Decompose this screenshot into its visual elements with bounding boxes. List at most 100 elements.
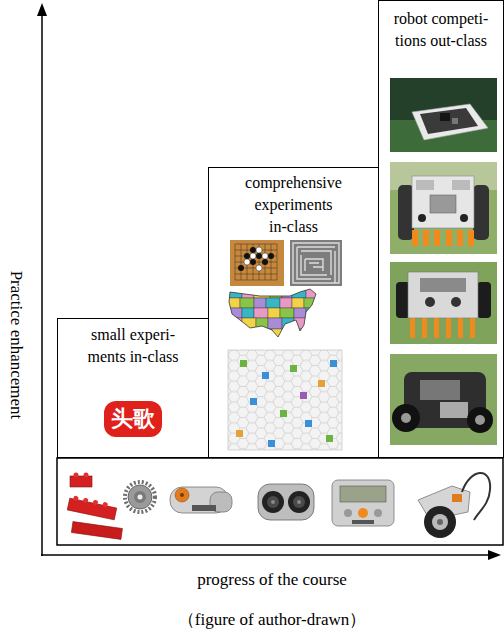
ultrasonic-sensor: [267, 496, 279, 508]
go-board: [230, 240, 284, 286]
lego-bricks: [84, 473, 89, 478]
hex-map: [326, 435, 333, 442]
forklift-robot-photo: [451, 297, 461, 307]
tracked-robot-photo: [412, 176, 474, 228]
lego-bricks: [71, 522, 122, 540]
maze: [290, 240, 342, 286]
tracked-robot-photo: [412, 230, 418, 246]
wheeled-robot-photo: [467, 407, 493, 433]
us-map: [292, 298, 304, 308]
hex-map: [290, 365, 297, 372]
motor-wheel: [418, 473, 490, 538]
lego-bricks: [67, 498, 116, 520]
lego-bricks: [73, 495, 79, 501]
hex-map: [268, 440, 275, 447]
go-board: [256, 247, 262, 253]
forklift-robot-photo: [422, 318, 427, 338]
hex-map: [250, 398, 257, 405]
forklift-robot-photo: [477, 282, 491, 318]
hex-map: [330, 360, 337, 367]
us-map: [270, 288, 282, 298]
gear: [125, 482, 155, 512]
go-board: [230, 240, 284, 286]
stage-box: comprehensive experiments in-class: [208, 167, 379, 458]
stage-box: small experi- ments in-class头歌: [57, 318, 209, 458]
tracked-robot-photo: [473, 185, 489, 240]
us-map: [292, 288, 306, 298]
go-board: [250, 253, 256, 259]
gear: [128, 485, 152, 509]
maze: [293, 243, 339, 283]
hex-map: [240, 360, 247, 367]
parts-box: [57, 458, 503, 545]
motor-wheel: [432, 514, 448, 530]
gear: [138, 495, 143, 500]
tracked-robot-photo: [468, 230, 474, 246]
us-map: [228, 329, 244, 341]
arena-photo: [440, 113, 450, 121]
forklift-robot-photo: [420, 278, 466, 292]
forklift-robot-photo: [434, 318, 439, 338]
lego-bricks: [70, 476, 92, 487]
wheeled-robot-photo: [440, 402, 468, 418]
x-axis: [41, 550, 501, 560]
hex-map: [305, 420, 312, 427]
lego-bricks: [102, 502, 108, 508]
tracked-robot-photo: [434, 230, 440, 246]
y-axis: [41, 14, 43, 556]
go-board: [262, 259, 268, 265]
go-board: [235, 244, 277, 280]
us-map: [242, 308, 254, 318]
wheeled-robot-photo: [475, 415, 485, 425]
us-map: [306, 318, 318, 329]
motor-wheel: [462, 473, 490, 520]
axis-label: Practice enhancement: [6, 271, 26, 420]
nxt-brick: [374, 509, 382, 517]
go-board: [268, 253, 274, 259]
us-map: [294, 308, 306, 318]
us-map: [282, 288, 292, 298]
box-heading: small experi- ments in-class: [78, 324, 188, 368]
nxt-brick: [332, 480, 394, 526]
wheeled-robot-photo: [390, 354, 497, 445]
hex-map: [228, 350, 342, 450]
hex-map: [228, 350, 342, 450]
x-axis: [488, 550, 501, 560]
tracked-robot-photo: [390, 162, 497, 254]
forklift-robot-photo: [408, 272, 478, 318]
lego-bricks: [74, 473, 79, 478]
us-map: [240, 298, 254, 308]
us-map: [254, 288, 270, 298]
us-map: [244, 329, 258, 341]
us-map: [228, 288, 318, 341]
axis-label: progress of the course: [197, 570, 347, 590]
us-map: [229, 289, 316, 337]
y-axis: [37, 3, 47, 556]
hex-map: [262, 372, 269, 379]
go-board: [244, 259, 250, 265]
forklift-robot-photo: [446, 318, 451, 338]
tracked-robot-photo: [423, 230, 429, 246]
tracked-robot-photo: [390, 162, 497, 254]
us-map: [302, 329, 318, 341]
servo-motor: [175, 488, 189, 502]
go-board: [256, 253, 262, 259]
us-map: [280, 298, 292, 308]
gear: [125, 482, 155, 512]
caption: （figure of author-drawn）: [178, 610, 367, 630]
us-map: [228, 288, 318, 341]
ultrasonic-sensor: [262, 491, 284, 513]
maze: [290, 240, 342, 286]
us-map: [268, 318, 282, 329]
tracked-robot-photo: [398, 185, 414, 240]
forklift-robot-photo: [410, 318, 415, 338]
lego-bricks: [83, 498, 89, 504]
lego-bricks: [71, 522, 122, 540]
forklift-robot-photo: [390, 262, 497, 344]
ultrasonic-sensor: [297, 500, 301, 504]
go-board: [262, 253, 268, 259]
arena-photo: [390, 78, 497, 152]
lego-bricks: [67, 495, 117, 520]
ultrasonic-sensor: [258, 484, 314, 520]
